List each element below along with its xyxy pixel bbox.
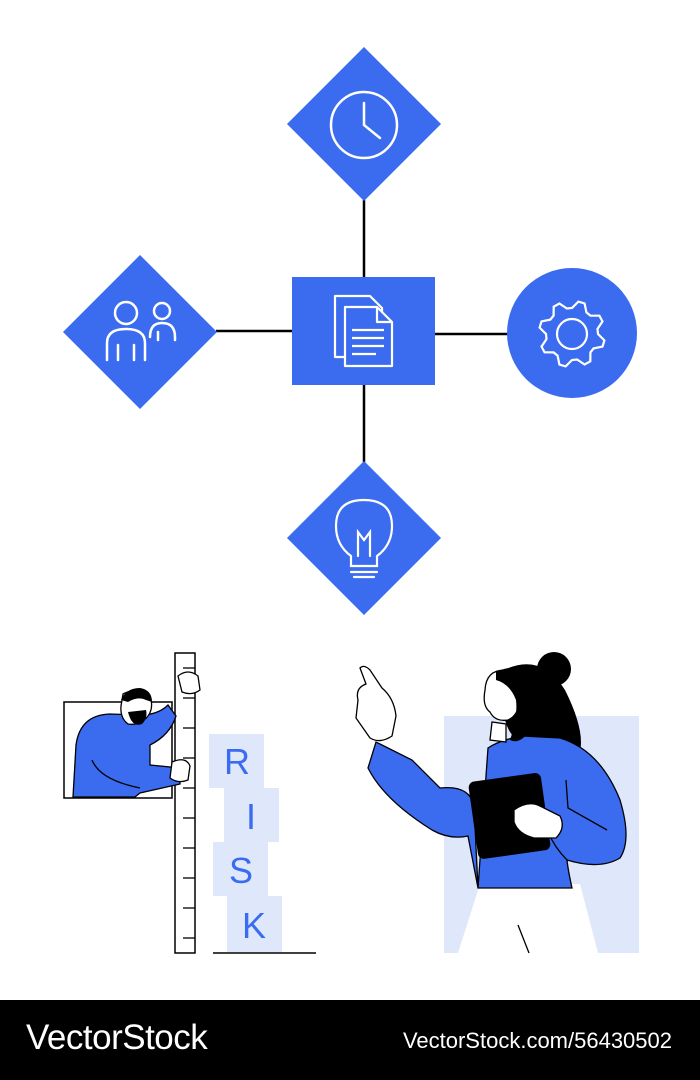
risk-block-i [224,788,279,842]
left-diamond-node [63,255,217,409]
risk-letter-s: S [229,850,253,891]
users-icon [105,300,177,362]
risk-block-k [227,896,282,952]
illustration-canvas: R I S K [63,47,639,954]
ruler [174,652,196,954]
risk-blocks: R I S K [209,734,316,954]
brand-logo-text[interactable]: VectorStock [26,1018,208,1057]
man-measuring-illustration: R I S K [63,652,316,954]
gear-icon [538,300,606,368]
risk-letter-r: R [224,741,250,782]
connector-lines [216,200,508,463]
risk-letter-k: K [242,905,266,946]
woman-tablet-illustration [355,652,639,954]
bottom-diamond-node [287,461,441,615]
right-circle-node [507,268,637,398]
documents-icon [333,294,394,368]
risk-letter-i: I [246,796,256,837]
clock-icon [329,90,399,160]
center-square-node [292,277,435,385]
lightbulb-icon [334,498,394,579]
footer-bar: VectorStock VectorStock.com/56430502 [0,1000,700,1080]
top-diamond-node [287,47,441,201]
risk-block-s [213,842,268,896]
image-url-text: VectorStock.com/56430502 [402,1028,672,1053]
risk-block-r [209,734,264,788]
